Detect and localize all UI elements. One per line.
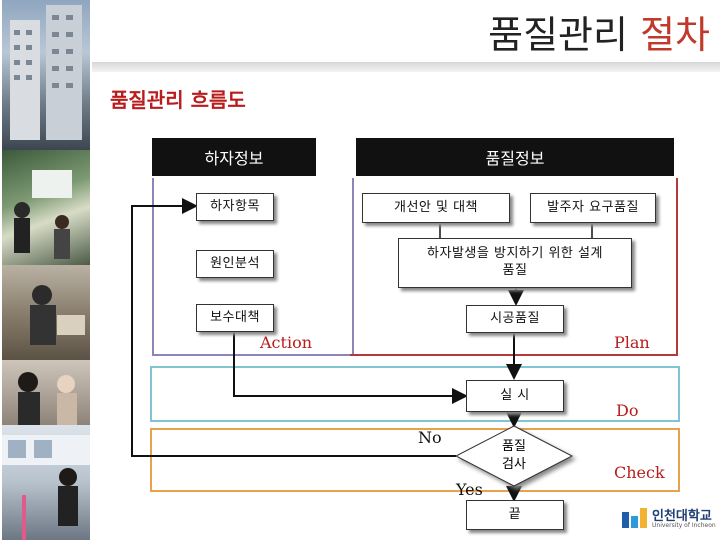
cause-analysis-box: 원인분석 <box>196 250 274 278</box>
apartment-building-image <box>10 5 82 140</box>
inspection-label: 품질 검사 <box>494 438 534 474</box>
construction-quality-box: 시공품질 <box>466 305 564 333</box>
title-rule <box>92 62 720 72</box>
slide-subtitle: 품질관리 흐름도 <box>110 88 246 112</box>
design-quality-line2: 품질 <box>502 263 528 278</box>
action-frame <box>152 178 354 356</box>
plan-phase-label: Plan <box>614 333 650 352</box>
logo-name: 인천대학교 <box>652 508 712 524</box>
subway-photo <box>2 425 90 542</box>
slide-title-main: 품질관리 <box>488 13 628 57</box>
do-frame <box>150 366 680 422</box>
student-image <box>18 372 77 425</box>
defect-items-box: 하자항목 <box>196 193 274 221</box>
inspection-image <box>30 285 85 345</box>
check-phase-label: Check <box>614 463 665 482</box>
worker-photo <box>2 265 90 362</box>
improvement-box: 개선안 및 대책 <box>362 193 510 223</box>
logo-text: 인천대학교 University of Incheon <box>652 510 716 529</box>
inspection-label-line2: 검사 <box>502 457 526 473</box>
connector-action-execute <box>233 330 468 404</box>
university-logo: 인천대학교 University of Incheon <box>622 508 716 530</box>
inspection-diamond <box>454 425 574 487</box>
end-box: 끝 <box>466 500 564 530</box>
client-quality-box: 발주자 요구품질 <box>530 193 656 223</box>
slide-title: 품질관리 절차 <box>488 4 710 59</box>
logo-subname: University of Incheon <box>652 521 716 529</box>
action-phase-label: Action <box>260 333 312 352</box>
university-emblem-icon <box>622 508 647 528</box>
slide-title-accent: 절차 <box>640 13 710 57</box>
photo-strip <box>0 0 92 542</box>
subway-image <box>2 435 90 540</box>
execute-box: 실 시 <box>466 380 564 412</box>
design-quality-line1: 하자발생을 방지하기 위한 설계 <box>427 246 603 262</box>
presentation-photo <box>2 150 90 267</box>
meeting-image <box>14 170 72 259</box>
no-label: No <box>418 428 442 447</box>
quality-info-header: 품질정보 <box>356 138 674 176</box>
check-frame <box>150 428 680 492</box>
repair-measures-box: 보수대책 <box>196 304 274 332</box>
do-phase-label: Do <box>616 401 639 420</box>
design-quality-box: 하자발생을 방지하기 위한 설계 품질 <box>398 238 632 288</box>
inspection-label-line1: 품질 <box>502 439 526 454</box>
connector-no-loop <box>131 198 456 457</box>
defect-info-header: 하자정보 <box>152 138 316 176</box>
apartment-photo <box>2 0 90 152</box>
yes-label: Yes <box>456 480 483 499</box>
